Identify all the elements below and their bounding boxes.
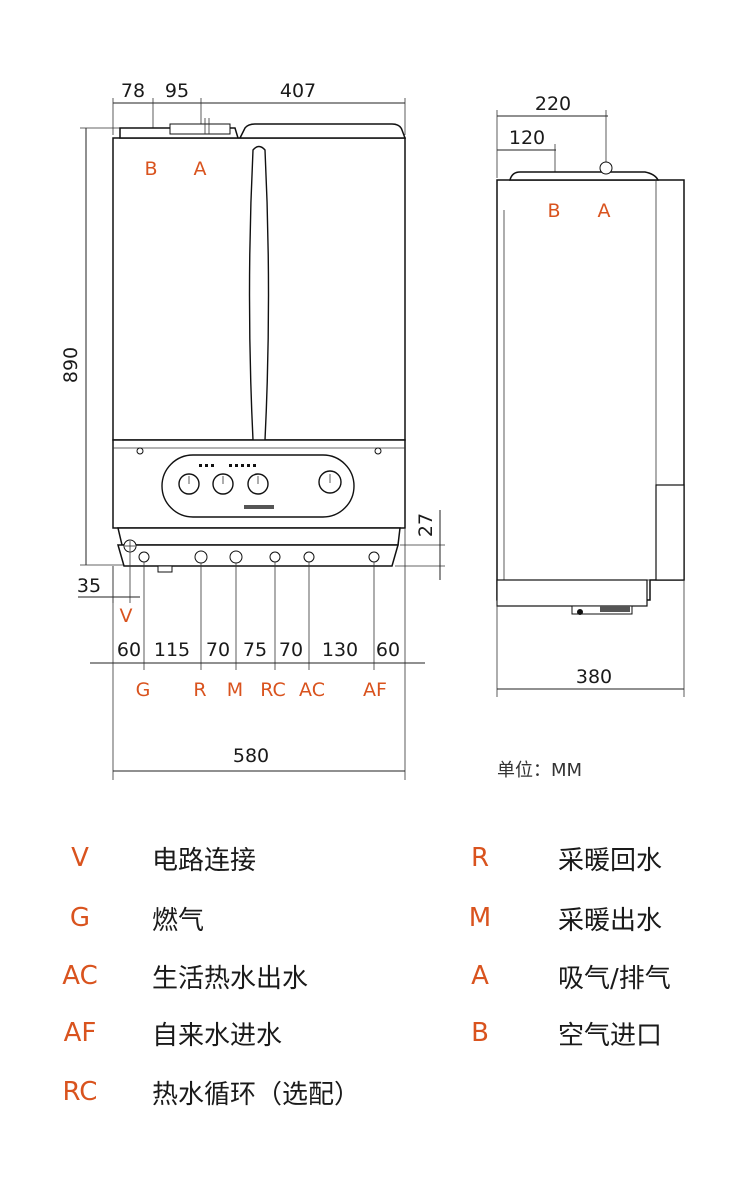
dim-bottom-115: 115: [154, 639, 190, 661]
label-g: G: [136, 679, 151, 701]
legend-text: 采暖出水: [558, 905, 663, 936]
label-r: R: [193, 679, 206, 701]
legend-code: B: [471, 1018, 489, 1048]
dim-side-380: 380: [576, 666, 612, 688]
side-view: 220 120 B A 380 单位：MM: [496, 93, 685, 781]
label-front-a: A: [194, 158, 207, 180]
dim-height-890: 890: [60, 347, 82, 383]
dim-bottom-70-a: 70: [206, 639, 230, 661]
legend-text: 电路连接: [152, 845, 257, 876]
legend-code: V: [71, 843, 89, 873]
legend-item-m: M 采暖出水: [440, 898, 662, 938]
boiler-dimension-drawing: 78 95 407 890: [60, 80, 685, 781]
legend-text: 热水循环（选配）: [152, 1079, 361, 1110]
label-side-b: B: [547, 200, 560, 222]
dim-total-580: 580: [233, 745, 269, 767]
legend-code: AC: [62, 961, 98, 991]
dim-side-220: 220: [535, 93, 571, 115]
legend-text: 吸气/排气: [558, 963, 671, 994]
dim-bottom-70-b: 70: [279, 639, 303, 661]
label-rc: RC: [260, 679, 286, 701]
legend-item-r: R 采暖回水: [440, 838, 662, 878]
dim-side-120: 120: [509, 127, 545, 149]
dim-top-95: 95: [165, 80, 189, 102]
legend-item-a: A 吸气/排气: [440, 956, 671, 996]
label-ac: AC: [299, 679, 325, 701]
legend-text: 自来水进水: [152, 1020, 283, 1051]
dim-top-78: 78: [121, 80, 145, 102]
label-side-a: A: [598, 200, 611, 222]
legend-code: A: [471, 961, 489, 991]
legend-text: 采暖回水: [558, 845, 663, 876]
dim-bottom-60-right: 60: [376, 639, 400, 661]
legend-item-af: AF 自来水进水: [40, 1013, 282, 1053]
legend-item-ac: AC 生活热水出水: [40, 956, 308, 996]
legend-code: G: [69, 903, 91, 933]
label-v: V: [120, 605, 133, 627]
label-af: AF: [363, 679, 387, 701]
label-front-b: B: [144, 158, 157, 180]
dim-right-27: 27: [415, 513, 437, 537]
legend-text: 空气进口: [558, 1020, 663, 1051]
legend-item-v: V 电路连接: [40, 838, 256, 878]
legend-code: AF: [63, 1018, 97, 1048]
legend-item-b: B 空气进口: [440, 1013, 662, 1053]
legend-code: M: [468, 903, 492, 933]
legend-code: RC: [62, 1077, 98, 1107]
dim-left-35: 35: [77, 575, 101, 597]
dim-bottom-130: 130: [322, 639, 358, 661]
unit-label: 单位：MM: [497, 760, 582, 781]
dim-bottom-75: 75: [243, 639, 267, 661]
legend-item-g: G 燃气: [40, 898, 204, 938]
label-m: M: [227, 679, 243, 701]
legend-text: 燃气: [152, 905, 205, 936]
dim-bottom-60-left: 60: [117, 639, 141, 661]
legend-item-rc: RC 热水循环（选配）: [40, 1072, 360, 1112]
legend-code: R: [470, 843, 490, 873]
dim-top-407: 407: [280, 80, 316, 102]
front-view: 78 95 407 890: [60, 80, 445, 780]
legend-text: 生活热水出水: [152, 963, 309, 994]
